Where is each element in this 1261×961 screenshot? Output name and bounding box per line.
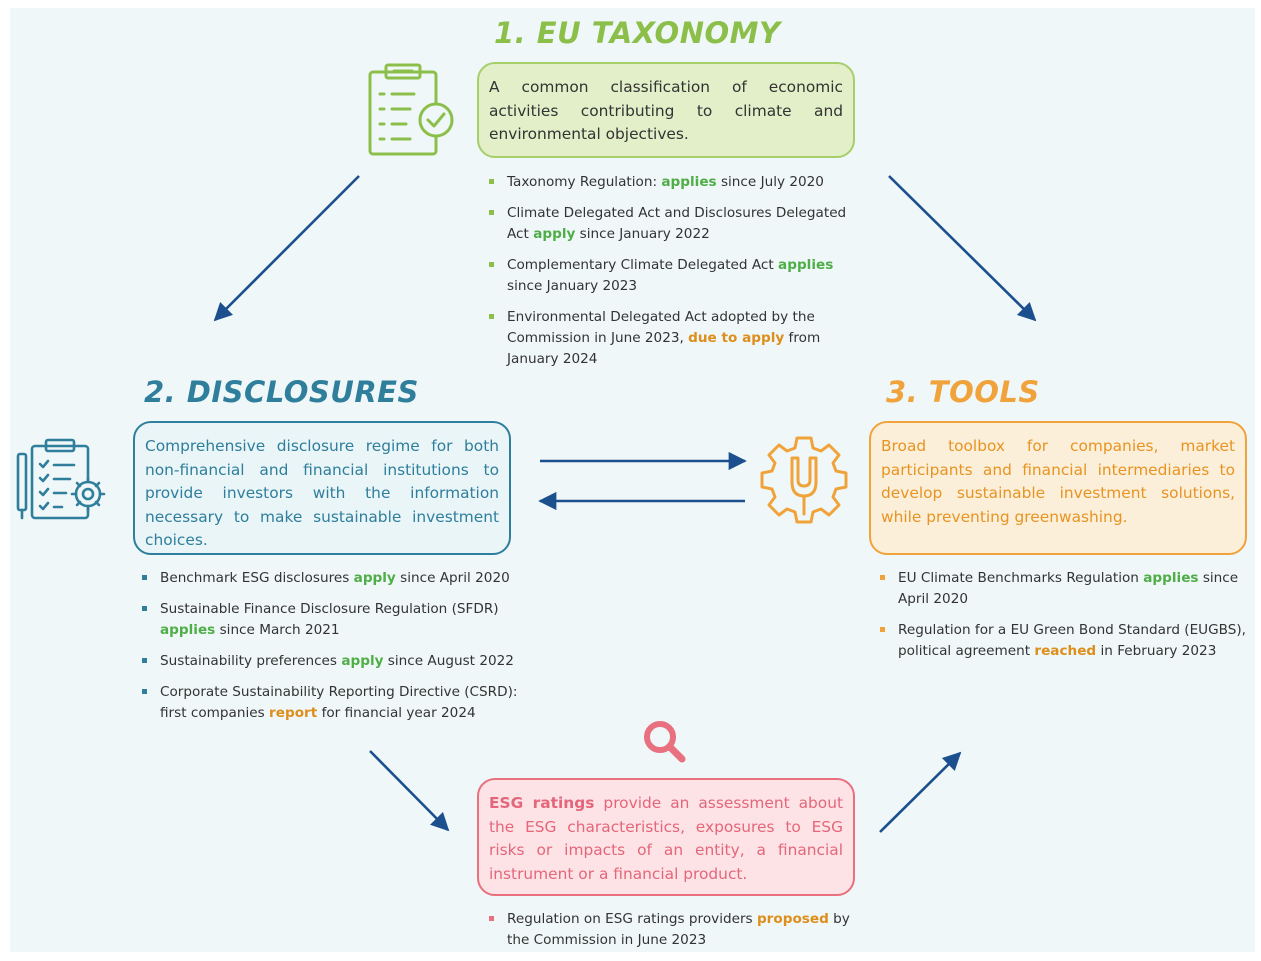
tools-description: Broad toolbox for companies, market part… (881, 437, 1235, 526)
list-item: Taxonomy Regulation: applies since July … (488, 172, 863, 193)
tools-description-box: Broad toolbox for companies, market part… (869, 421, 1247, 555)
magnifier-icon (644, 721, 686, 763)
list-item: Benchmark ESG disclosures apply since Ap… (141, 568, 541, 589)
esg-description: provide an assessment about the ESG char… (489, 794, 843, 883)
clipboard-check-icon (368, 63, 454, 156)
checklist-gear-icon (16, 438, 106, 520)
arrow-taxonomy-to-disclosures (213, 175, 360, 322)
list-item: Complementary Climate Delegated Act appl… (488, 255, 863, 297)
taxonomy-description: A common classification of economic acti… (489, 78, 843, 143)
list-item: Sustainability preferences apply since A… (141, 651, 541, 672)
esg-lead: ESG ratings (489, 794, 595, 812)
list-item: Corporate Sustainability Reporting Direc… (141, 682, 541, 724)
list-item: Environmental Delegated Act adopted by t… (488, 307, 863, 370)
esg-bullets: Regulation on ESG ratings providers prop… (488, 909, 863, 961)
disclosures-description: Comprehensive disclosure regime for both… (145, 437, 499, 549)
list-item: EU Climate Benchmarks Regulation applies… (879, 568, 1251, 610)
arrow-taxonomy-to-tools (888, 175, 1037, 322)
taxonomy-title: 1. EU TAXONOMY (494, 16, 781, 50)
arrow-esg-to-tools (879, 751, 962, 833)
arrow-disclosures-to-esg (369, 750, 450, 832)
esg-description-box: ESG ratings provide an assessment about … (477, 778, 855, 896)
list-item: Regulation on ESG ratings providers prop… (488, 909, 863, 951)
list-item: Climate Delegated Act and Disclosures De… (488, 203, 863, 245)
list-item: Sustainable Finance Disclosure Regulatio… (141, 599, 541, 641)
tools-bullets: EU Climate Benchmarks Regulation applies… (879, 568, 1251, 672)
disclosures-description-box: Comprehensive disclosure regime for both… (133, 421, 511, 555)
tools-title: 3. TOOLS (886, 375, 1040, 409)
disclosures-bullets: Benchmark ESG disclosures apply since Ap… (141, 568, 541, 734)
gear-wrench-icon (760, 436, 848, 524)
taxonomy-description-box: A common classification of economic acti… (477, 62, 855, 158)
disclosures-title: 2. DISCLOSURES (144, 375, 419, 409)
list-item: Regulation for a EU Green Bond Standard … (879, 620, 1251, 662)
taxonomy-bullets: Taxonomy Regulation: applies since July … (488, 172, 863, 380)
